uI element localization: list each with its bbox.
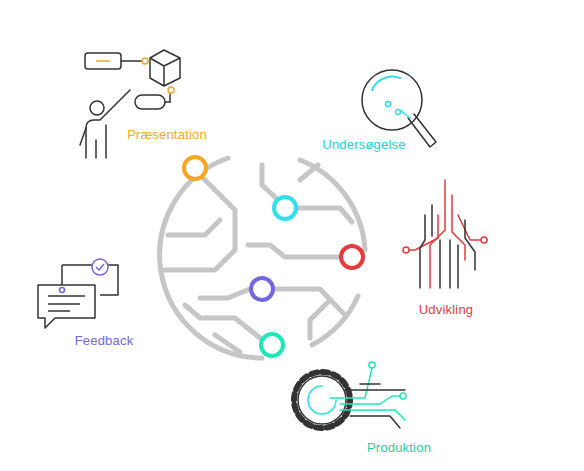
label-text: Udvikling xyxy=(419,302,474,317)
magnifier-icon xyxy=(362,70,436,147)
label-text: Præsentation xyxy=(127,127,207,142)
circuit-globe xyxy=(160,158,365,358)
stage-label: Præsentation xyxy=(127,127,207,143)
stage-label: Feedback xyxy=(75,333,134,349)
stage-label: Undersøgelse xyxy=(322,137,405,153)
stage-label: Udvikling xyxy=(419,302,474,318)
feedback-icon xyxy=(38,265,118,328)
label-text: Feedback xyxy=(75,333,134,348)
stage-label: Produktion xyxy=(367,440,431,456)
production-icon xyxy=(294,362,406,428)
development-icon xyxy=(403,180,487,288)
presentation-accent xyxy=(96,58,174,93)
node-dots xyxy=(184,157,363,356)
label-text: Produktion xyxy=(367,440,431,455)
label-text: Undersøgelse xyxy=(322,137,405,152)
feedback-accent xyxy=(60,259,109,293)
